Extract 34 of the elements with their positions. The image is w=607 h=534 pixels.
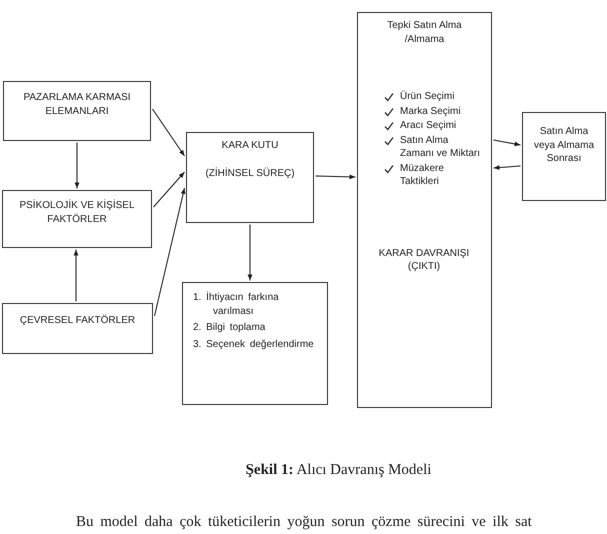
arrow xyxy=(493,140,521,146)
node-text: KARAR DAVRANIŞI (ÇIKTI) xyxy=(378,246,470,274)
list-box xyxy=(182,282,328,405)
node-text: 3. Seçenek değerlendirme xyxy=(193,338,315,351)
arrow xyxy=(152,108,185,156)
process-box xyxy=(186,132,314,223)
arrow xyxy=(315,174,356,180)
arrow xyxy=(153,172,185,208)
process-box xyxy=(2,303,153,354)
node-text: Marka Seçimi xyxy=(400,104,462,118)
node-text: KARA KUTU xyxy=(220,139,280,152)
arrow xyxy=(154,188,186,316)
node-text: Satın Alma veya Almama Sonrası xyxy=(532,125,596,166)
body-paragraph: Bu model daha çok tüketicilerin yoğun sorun çözme sürecini ve ilk sat xyxy=(76,514,532,531)
node-text: Satın Alma Zamanı ve Miktarı xyxy=(400,134,482,160)
response-panel xyxy=(357,12,492,408)
node-text: 1. İhtiyacın farkına varılması xyxy=(193,291,280,318)
node-text: Ürün Seçimi xyxy=(400,90,456,104)
arrow xyxy=(74,142,80,189)
node-text: Müzakere Taktikleri xyxy=(400,162,445,188)
process-box xyxy=(2,190,152,248)
node-text: (ZİHİNSEL SÜREÇ) xyxy=(204,166,296,180)
arrow xyxy=(493,165,521,170)
process-box xyxy=(3,81,151,141)
node-text: Aracı Seçimi xyxy=(400,119,458,132)
process-box xyxy=(522,112,606,201)
node-text: ÇEVRESEL FAKTÖRLER xyxy=(18,314,136,328)
arrow xyxy=(74,249,78,302)
arrow xyxy=(248,224,252,281)
node-text: 2. Bilgi toplama xyxy=(193,321,266,334)
node-text: Tepki Satın Alma /Almama xyxy=(386,19,463,46)
node-text: PSİKOLOJİK VE KİŞİSEL FAKTÖRLER xyxy=(18,199,136,226)
figure-caption: Şekil 1: Alıcı Davranış Modeli xyxy=(244,462,432,479)
node-text: PAZARLAMA KARMASI ELEMANLARI xyxy=(22,91,132,118)
